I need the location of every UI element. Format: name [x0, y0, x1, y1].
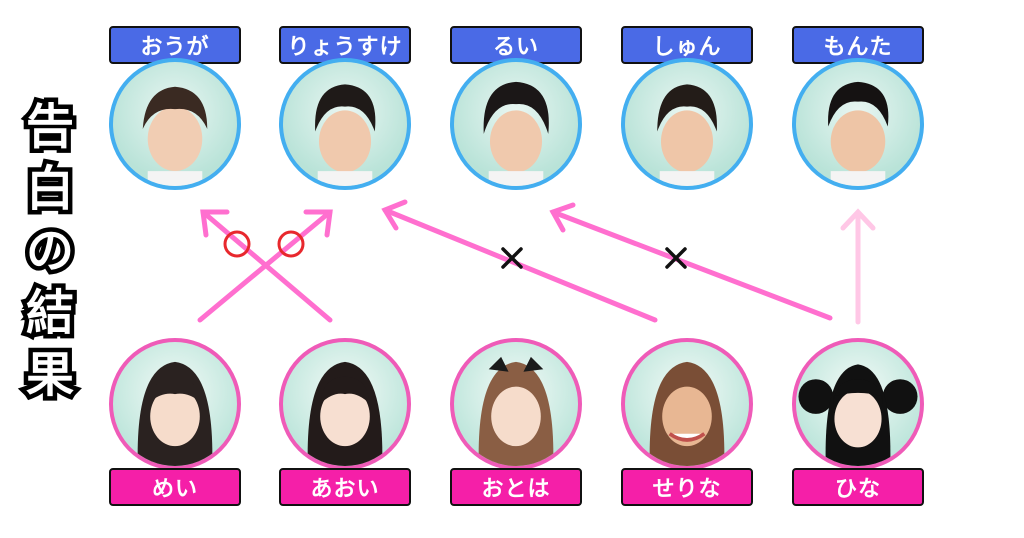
- face-photo-icon: [798, 364, 918, 466]
- result-title: 告 白 の 結 果: [21, 95, 78, 408]
- face-photo-icon: [649, 361, 725, 466]
- face-photo-icon: [657, 84, 717, 186]
- avatar: [450, 58, 582, 190]
- avatar: [450, 338, 582, 470]
- title-char: 果: [21, 343, 78, 408]
- name-label: おうが: [109, 26, 241, 64]
- arrowhead-icon: [303, 209, 333, 238]
- avatar: [792, 58, 924, 190]
- title-char: 結: [21, 281, 78, 346]
- name-label: せりな: [621, 468, 753, 506]
- face-photo-icon: [478, 356, 554, 466]
- avatar: [621, 338, 753, 470]
- face-photo-icon: [307, 361, 383, 466]
- arrow-hina-shun: [550, 209, 833, 321]
- fail-cross-icon: [665, 247, 687, 269]
- success-circle-icon: [223, 230, 251, 258]
- success-circle-icon: [277, 230, 305, 258]
- arrowhead-icon: [840, 208, 876, 231]
- avatar: [279, 58, 411, 190]
- arrow-aoi-ouga: [200, 209, 333, 323]
- fail-cross-icon: [501, 247, 523, 269]
- name-label: おとは: [450, 468, 582, 506]
- face-photo-icon: [137, 361, 213, 466]
- title-char: の: [21, 219, 78, 284]
- face-photo-icon: [828, 81, 889, 186]
- avatar: [279, 338, 411, 470]
- face-photo-icon: [142, 86, 208, 186]
- name-label: ひな: [792, 468, 924, 506]
- avatar: [109, 338, 241, 470]
- arrowhead-icon: [549, 202, 576, 233]
- name-label: あおい: [279, 468, 411, 506]
- name-label: るい: [450, 26, 582, 64]
- avatar: [109, 58, 241, 190]
- face-photo-icon: [315, 84, 376, 186]
- title-char: 告: [21, 95, 78, 160]
- title-char: 白: [21, 157, 78, 222]
- face-photo-icon: [483, 81, 549, 186]
- name-label: もんた: [792, 26, 924, 64]
- avatar: [621, 58, 753, 190]
- avatar: [792, 338, 924, 470]
- name-label: めい: [109, 468, 241, 506]
- name-label: りょうすけ: [279, 26, 411, 64]
- arrowhead-icon: [381, 199, 408, 231]
- arrowhead-icon: [200, 209, 230, 238]
